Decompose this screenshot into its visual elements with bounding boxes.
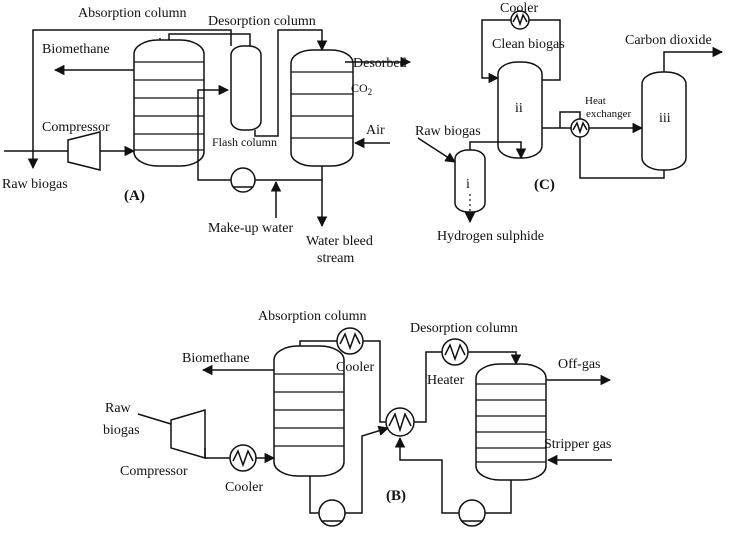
flash-column-a: [230, 45, 262, 131]
make-up-water-label-a: Make-up water: [208, 221, 293, 236]
absorption-column-b: [273, 345, 345, 477]
raw-label-b-line2: biogas: [103, 423, 140, 438]
iii-return-stream: [579, 137, 665, 179]
raw-biogas-label-c: Raw biogas: [415, 124, 481, 139]
absorption-column-label-b: Absorption column: [258, 309, 367, 324]
water-bleed-label-a-line1: Water bleed: [306, 234, 373, 249]
recycle-line-a: [27, 29, 232, 170]
co2-label-a: CO2: [351, 81, 372, 97]
hx-to-heater: [414, 351, 442, 423]
desorbed-label-a: Desorbed: [353, 56, 407, 71]
heat-exchanger-c: [570, 118, 590, 138]
desorber-bottom-to-pump: [485, 480, 512, 514]
hydrogen-sulphide-label-c: Hydrogen sulphide: [437, 229, 544, 244]
raw-label-b-line1: Raw: [105, 401, 132, 416]
vessel-ii-label: ii: [515, 101, 523, 116]
compressor-a: [67, 131, 101, 171]
panel-label-a: (A): [124, 188, 145, 204]
panel-label-c: (C): [534, 177, 555, 193]
vessel-i-label: i: [466, 177, 470, 192]
cooler-top-b: [336, 327, 364, 355]
raw-biogas-stream-c: [417, 137, 456, 163]
raw-biogas-stream-b: [137, 413, 172, 425]
absorption-column-a: [133, 39, 205, 167]
cooler-label-c: Cooler: [500, 1, 538, 16]
desorption-column-label-b: Desorption column: [410, 321, 518, 336]
biomethane-label-b: Biomethane: [182, 351, 250, 366]
air-label-a: Air: [366, 123, 385, 138]
carbon-dioxide-stream-c: [663, 46, 724, 72]
vessel-i: [454, 149, 486, 213]
panel-b: Absorption column Desorption column Biom…: [103, 309, 612, 527]
water-bleed-label-a-line2: stream: [317, 251, 354, 266]
heat-exchanger-b: [385, 407, 415, 437]
compressor-label-b: Compressor: [120, 464, 188, 479]
desorption-column-a: [290, 49, 354, 167]
desorption-column-b: [475, 363, 547, 481]
heater-b: [441, 338, 469, 366]
cooler-bottom-b: [229, 444, 257, 472]
absorber-to-flash-a: [168, 33, 251, 46]
biomethane-label-a: Biomethane: [42, 42, 110, 57]
pump-b-left: [318, 499, 346, 527]
off-gas-label-b: Off-gas: [558, 357, 601, 372]
panel-label-b: (B): [386, 488, 406, 504]
compressor-label-a: Compressor: [42, 120, 110, 135]
clean-biogas-recycle-c: [529, 19, 561, 81]
raw-biogas-label-a: Raw biogas: [2, 177, 68, 192]
stripper-gas-label-b: Stripper gas: [544, 437, 611, 452]
cooler-top-loop: [299, 340, 337, 346]
absorber-bottom-to-pump: [309, 476, 319, 514]
panel-c: Cooler Clean biogas Carbon dioxide ii He…: [415, 1, 724, 244]
heat-label-c-line2: exchanger: [586, 108, 632, 120]
flash-to-desorber-a: [254, 29, 328, 137]
clean-biogas-label-c: Clean biogas: [492, 37, 565, 52]
cooler-bottom-label-b: Cooler: [225, 480, 263, 495]
absorption-column-label-a: Absorption column: [78, 6, 187, 21]
cooler-top-label-b: Cooler: [336, 360, 374, 375]
carbon-dioxide-label-c: Carbon dioxide: [625, 33, 712, 48]
pump-a: [230, 167, 256, 193]
panel-a: Absorption column Desorption column Biom…: [2, 6, 412, 266]
vessel-iii-label: iii: [659, 111, 671, 126]
heater-label-b: Heater: [427, 373, 465, 388]
desorption-column-label-a: Desorption column: [208, 14, 316, 29]
water-recycle-a: [255, 166, 323, 181]
flash-column-label-a: Flash column: [212, 135, 277, 149]
i-to-ii-stream: [469, 141, 527, 160]
heat-label-c-line1: Heat: [585, 95, 606, 107]
pump-b-right: [458, 499, 486, 527]
compressor-b: [170, 408, 206, 460]
